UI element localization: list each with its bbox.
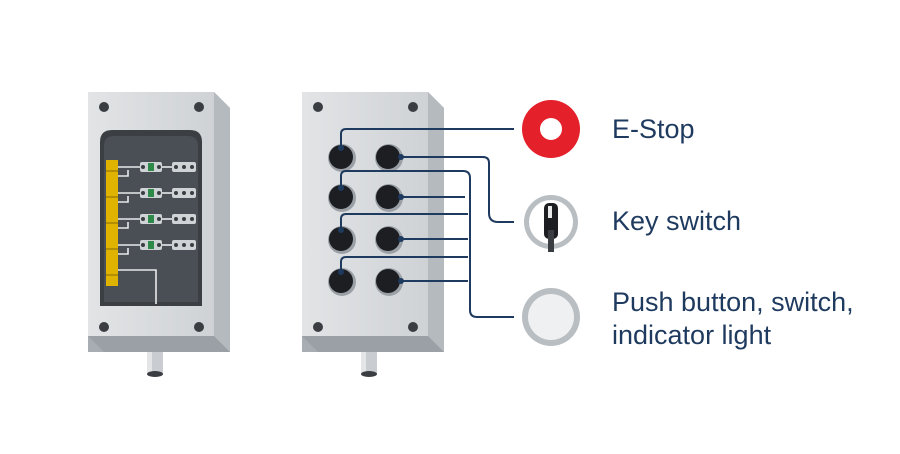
terminal-blocks — [140, 162, 196, 250]
key-switch-label: Key switch — [612, 206, 742, 236]
connector-dots — [338, 145, 404, 284]
push-button-label-line1: Push button, switch, — [612, 287, 854, 317]
button-holes — [328, 144, 403, 296]
push-button-label-line2: indicator light — [612, 320, 772, 350]
screw-icons — [99, 102, 204, 332]
open-enclosure — [88, 92, 230, 377]
screw-icons-front — [313, 102, 418, 332]
cable-gland — [147, 352, 163, 377]
e-stop-icon — [522, 100, 580, 158]
push-button-label: Push button, switch, indicator light — [612, 286, 854, 352]
cable-gland-front — [361, 352, 377, 377]
e-stop-label: E-Stop — [612, 114, 695, 144]
connector-lines — [340, 128, 514, 318]
front-enclosure — [302, 92, 444, 377]
push-button-icon — [522, 288, 580, 346]
key-switch-icon — [524, 195, 578, 252]
